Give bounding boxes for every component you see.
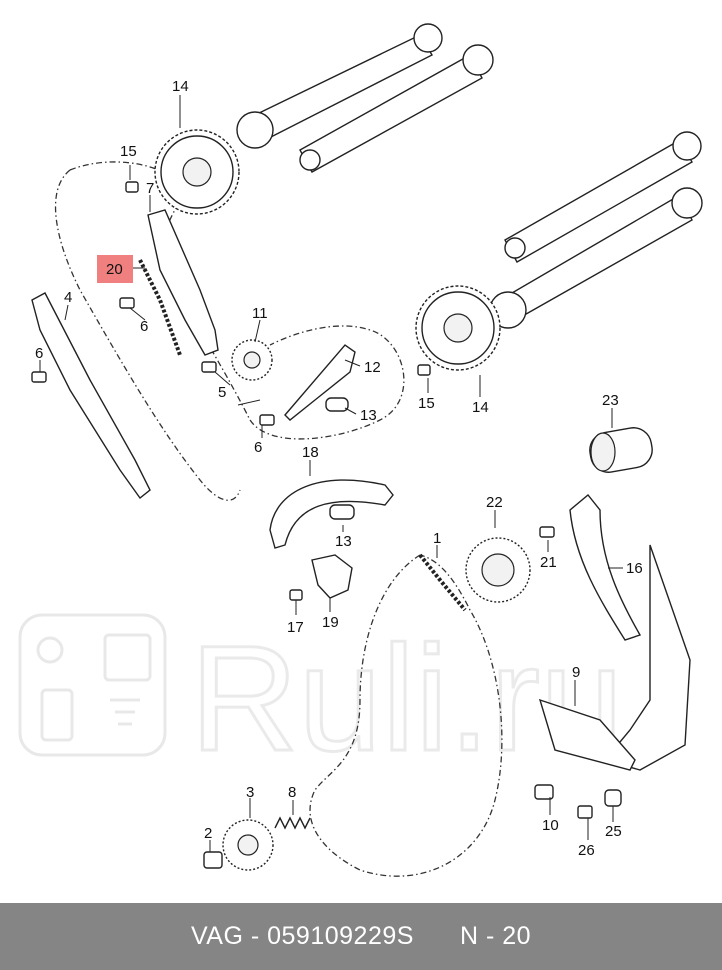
camshaft-sprocket-right xyxy=(415,285,501,371)
bolt-21 xyxy=(539,526,555,538)
callout-10: 10 xyxy=(542,817,559,834)
callout-21: 21 xyxy=(540,554,557,571)
leader-lines xyxy=(39,95,623,852)
camshaft-sprocket-upper xyxy=(154,129,240,215)
callout-8: 8 xyxy=(288,784,296,801)
bolt-6-mid xyxy=(119,297,135,309)
bolt-6-low xyxy=(259,414,275,426)
part-number: VAG - 059109229S xyxy=(190,922,414,950)
callout-4: 4 xyxy=(64,289,72,306)
callout-16: 16 xyxy=(626,560,643,577)
highlight-box xyxy=(97,255,133,283)
bushing-25 xyxy=(604,789,622,807)
callout-13-upper: 13 xyxy=(360,407,377,424)
small-tensioner xyxy=(311,554,353,599)
callout-23: 23 xyxy=(602,392,619,409)
callout-6-left: 6 xyxy=(35,345,43,362)
callout-17: 17 xyxy=(287,619,304,636)
bolt-26 xyxy=(577,805,593,819)
callout-3: 3 xyxy=(246,784,254,801)
watermark: Ruli.ru xyxy=(18,613,625,784)
callout-12: 12 xyxy=(364,359,381,376)
callout-15-upper: 15 xyxy=(120,143,137,160)
callout-18: 18 xyxy=(302,444,319,461)
bolt-15-right xyxy=(417,364,431,376)
bolt-6-left xyxy=(31,371,47,383)
chain-guide xyxy=(269,479,394,549)
watermark-logo-icon xyxy=(18,613,167,757)
callout-25: 25 xyxy=(605,823,622,840)
callout-20: 20 xyxy=(106,261,123,278)
guide-bracket xyxy=(538,698,636,771)
crankshaft-sprocket xyxy=(465,537,531,603)
callout-1: 1 xyxy=(433,530,441,547)
callout-22: 22 xyxy=(486,494,503,511)
bolt-10 xyxy=(534,784,554,800)
bolt-17 xyxy=(289,589,303,601)
callout-11: 11 xyxy=(252,305,268,322)
pin-upper xyxy=(325,397,349,412)
callout-14-upper: 14 xyxy=(172,78,189,95)
camshaft-upper-left xyxy=(236,23,494,173)
callout-14-right: 14 xyxy=(472,399,489,416)
page-indicator: N - 20 xyxy=(459,922,532,950)
intermediate-sprocket xyxy=(231,339,273,381)
callout-6-low: 6 xyxy=(254,439,262,456)
callout-9: 9 xyxy=(572,664,580,681)
tension-spring xyxy=(274,816,311,830)
footer-bar: VAG - 059109229S N - 20 xyxy=(0,903,722,970)
callout-6-mid: 6 xyxy=(140,318,148,335)
bolts xyxy=(31,181,622,869)
callout-labels: 14 15 7 20 4 6 6 11 5 12 13 6 15 14 23 1… xyxy=(35,78,643,859)
callout-15-right: 15 xyxy=(418,395,435,412)
camshaft-right xyxy=(489,131,703,329)
left-guide-rail xyxy=(31,292,151,500)
pin-lower xyxy=(329,504,355,520)
bolt-2 xyxy=(203,851,223,869)
bolt-5 xyxy=(201,361,217,373)
timing-chain-diagram: Ruli.ru xyxy=(18,23,703,877)
callout-13-lower: 13 xyxy=(335,533,352,550)
callout-2: 2 xyxy=(204,825,212,842)
chain-tensioner-rail xyxy=(147,209,219,356)
lower-timing-chain xyxy=(309,554,503,877)
roller-gear xyxy=(589,427,653,473)
callout-7: 7 xyxy=(146,180,154,197)
callout-5: 5 xyxy=(218,384,226,401)
right-tensioner-rail xyxy=(569,494,642,641)
chain-tensioner xyxy=(284,344,356,421)
watermark-text: Ruli.ru xyxy=(190,614,623,782)
callout-26: 26 xyxy=(578,842,595,859)
lower-chain-segment xyxy=(418,553,467,612)
callout-19: 19 xyxy=(322,614,339,631)
bolt-15-upper xyxy=(125,181,139,193)
oil-pump-sprocket xyxy=(222,819,274,871)
